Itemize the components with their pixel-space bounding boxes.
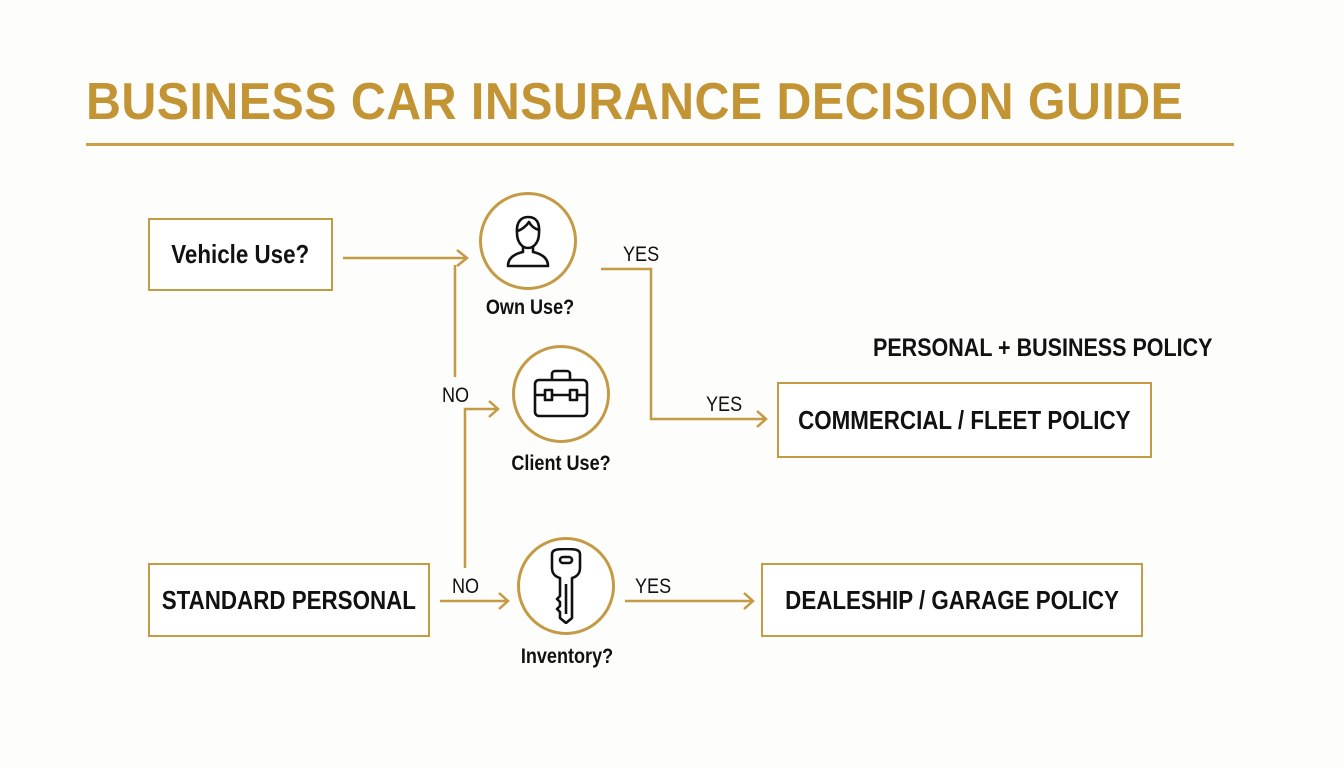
dealership-garage-box: DEALESHIP / GARAGE POLICY <box>761 563 1143 637</box>
standard-personal-label: STANDARD PERSONAL <box>161 584 417 615</box>
edge-label-own-yes: YES <box>623 243 660 266</box>
arrowhead-to-commercial <box>756 410 768 428</box>
edge-label-inventory-yes: YES <box>635 575 672 598</box>
person-icon <box>506 215 550 268</box>
briefcase-icon <box>533 369 589 418</box>
personal-business-policy-label: PERSONAL + BUSINESS POLICY <box>873 334 1213 362</box>
edge-label-standard-no: NO <box>452 575 480 598</box>
client-use-label: Client Use? <box>511 452 611 475</box>
inventory-node <box>517 537 615 635</box>
dealership-garage-label: DEALESHIP / GARAGE POLICY <box>785 584 1119 615</box>
own-use-label: Own Use? <box>485 296 575 319</box>
arrowhead-to-dealership <box>743 592 755 610</box>
vehicle-use-label: Vehicle Use? <box>171 239 310 269</box>
page-title: BUSINESS CAR INSURANCE DECISION GUIDE <box>86 73 1184 131</box>
vehicle-use-box: Vehicle Use? <box>148 218 333 291</box>
arrowhead-vehicle-to-own <box>456 249 470 267</box>
line-to-client <box>463 407 497 568</box>
commercial-fleet-label: COMMERCIAL / FLEET POLICY <box>798 404 1131 435</box>
line-own-yes <box>601 267 765 421</box>
arrowhead-to-inventory <box>498 592 510 610</box>
commercial-fleet-box: COMMERCIAL / FLEET POLICY <box>777 382 1152 458</box>
arrowhead-to-client <box>488 400 500 418</box>
key-icon <box>550 548 582 624</box>
inventory-label: Inventory? <box>520 645 614 668</box>
edge-label-client-yes: YES <box>706 393 743 416</box>
standard-personal-box: STANDARD PERSONAL <box>148 563 430 637</box>
client-use-node <box>512 345 610 443</box>
edge-label-own-no: NO <box>442 384 470 407</box>
title-underline <box>86 143 1234 146</box>
own-use-node <box>479 192 577 290</box>
